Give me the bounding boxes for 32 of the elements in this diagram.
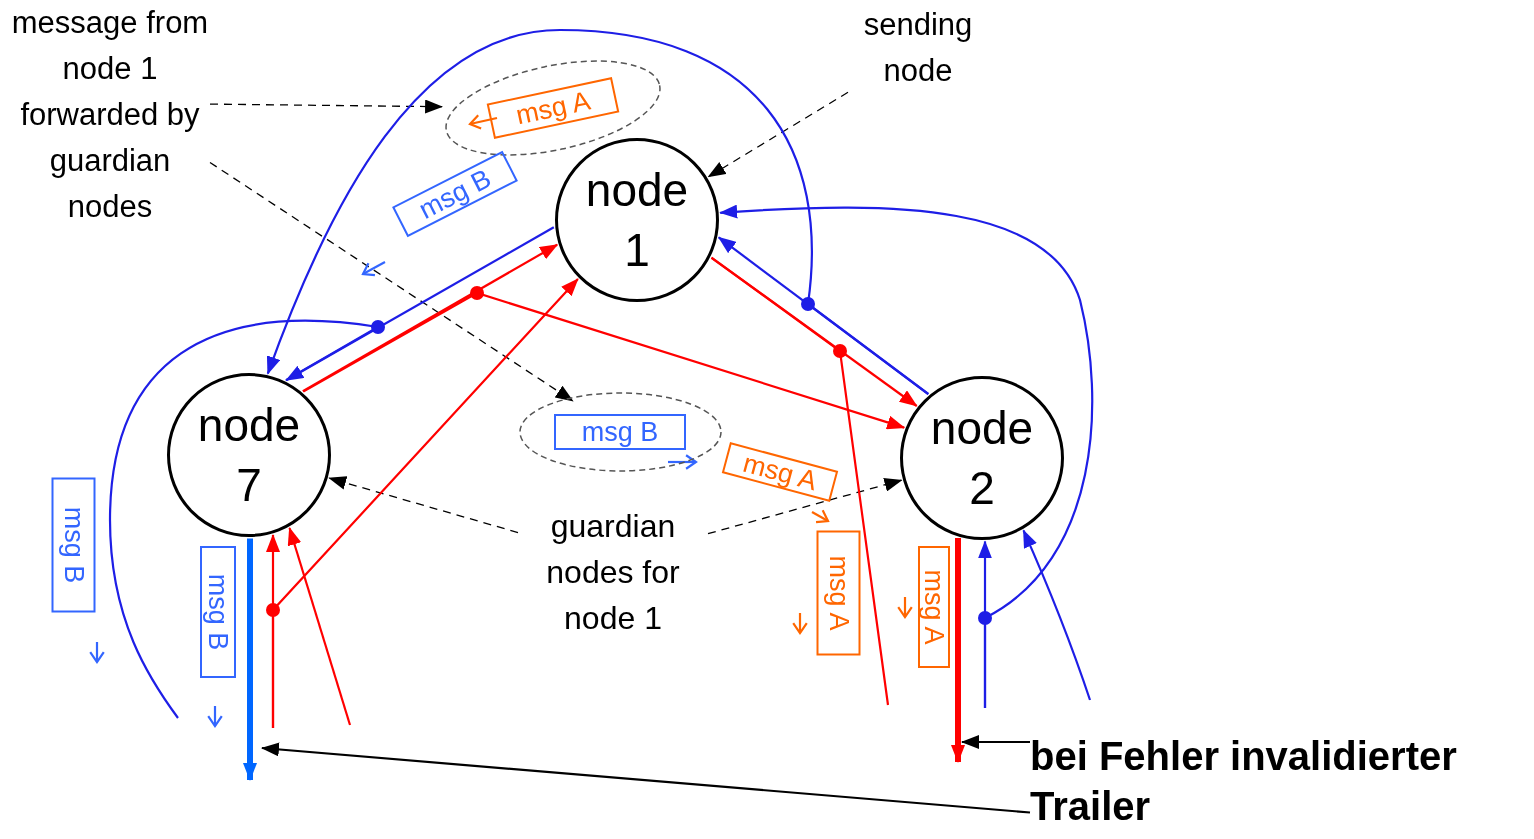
leader-line — [328, 476, 519, 534]
arrow — [1022, 529, 1092, 701]
leader-line — [707, 478, 903, 535]
annotation-text: message from node 1 forwarded by guardian nodes — [10, 0, 210, 230]
annotation-text: sending node — [848, 2, 988, 94]
arrow — [302, 291, 906, 430]
arrow — [261, 742, 1031, 814]
message-tag: msg A — [918, 546, 950, 668]
arrow — [266, 534, 280, 728]
arrow — [961, 735, 1030, 749]
node-circle: node 1 — [555, 138, 719, 302]
arrow — [266, 28, 929, 395]
arrow — [302, 243, 559, 393]
message-tag: msg B — [200, 546, 236, 678]
arrow — [285, 226, 555, 382]
arrow — [719, 204, 1094, 708]
arrow — [951, 538, 965, 763]
leader-line — [707, 91, 849, 178]
leader-line — [209, 99, 444, 114]
message-tag: msg B — [51, 477, 95, 613]
arrow — [243, 538, 257, 781]
node-circle: node 7 — [167, 373, 331, 537]
line — [710, 256, 890, 706]
node-circle: node 2 — [900, 376, 1064, 540]
message-tag: msg B — [392, 150, 518, 238]
annotation-text: bei Fehler invalidierter Trailer — [1030, 731, 1534, 831]
message-tag: msg A — [721, 442, 839, 502]
arrow — [287, 527, 352, 726]
message-tag: msg A — [816, 530, 860, 656]
message-tag: msg B — [554, 414, 686, 450]
annotation-text: guardian nodes for node 1 — [518, 503, 708, 641]
leader-line — [209, 161, 574, 402]
